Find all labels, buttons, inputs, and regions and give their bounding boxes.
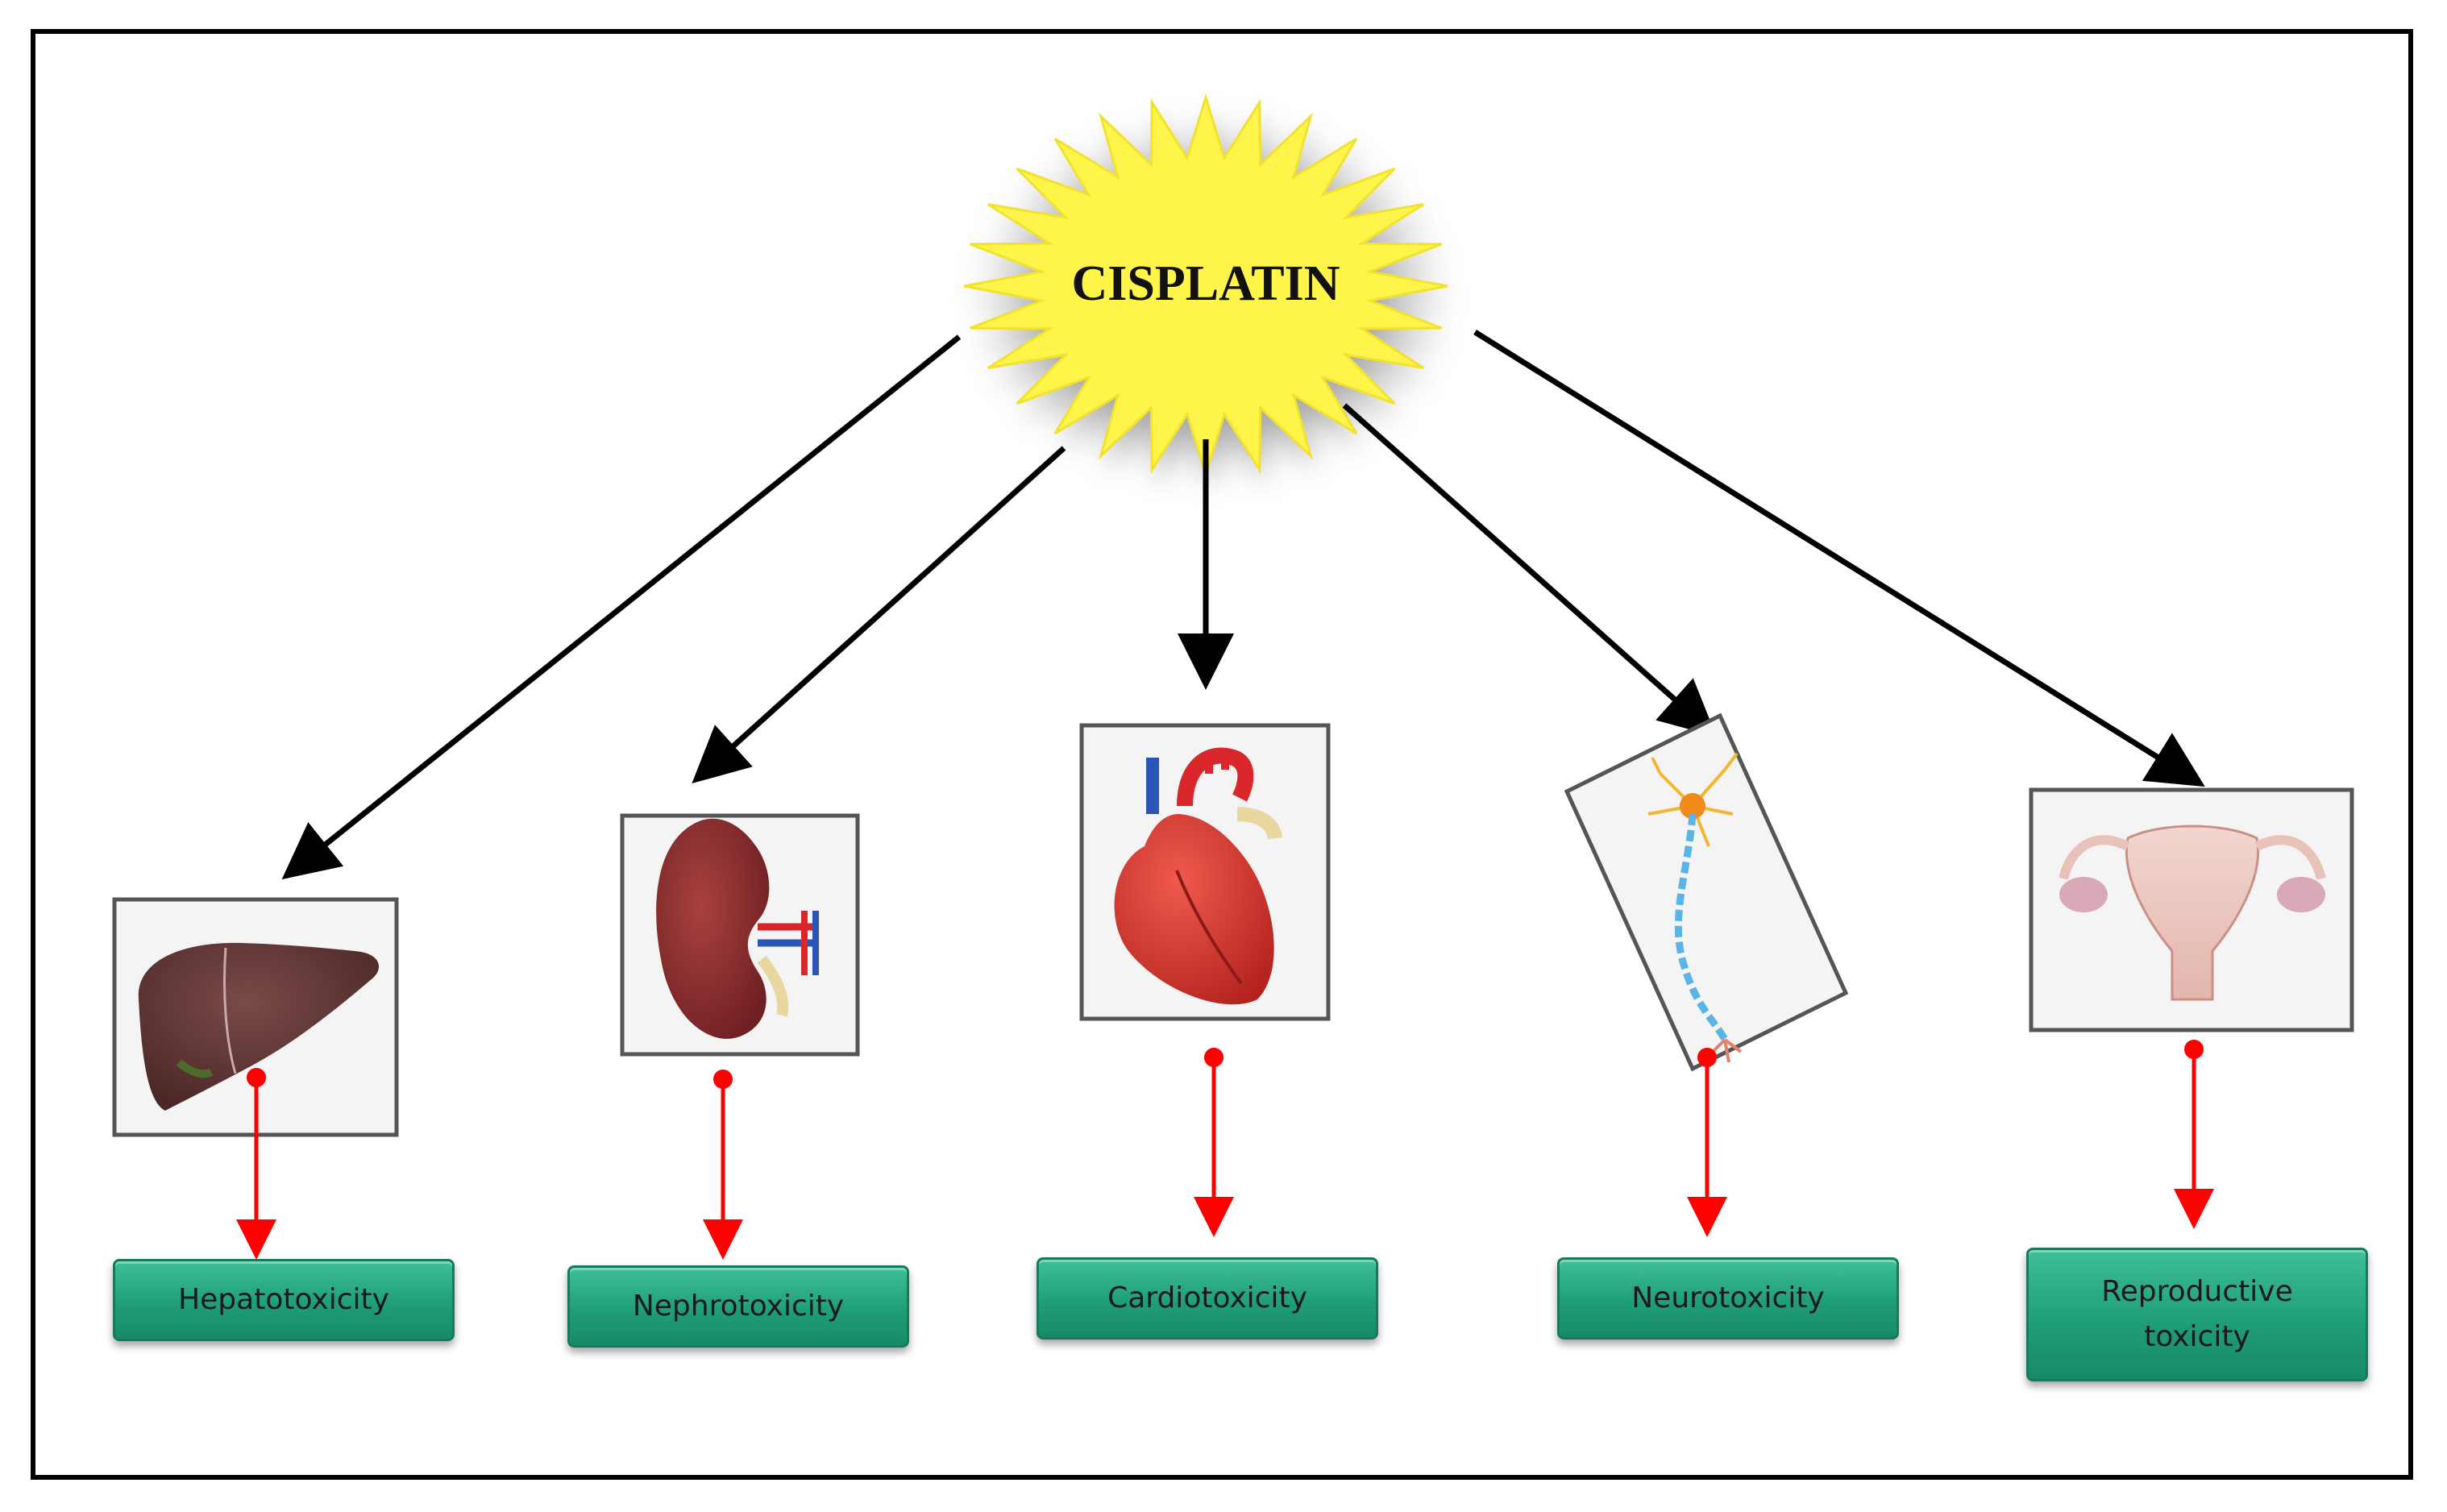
- red-arrow-uterus: [2174, 1040, 2214, 1229]
- arrow-to-liver: [281, 334, 962, 880]
- liver-icon: [138, 942, 380, 1111]
- red-arrow-liver: [236, 1068, 276, 1260]
- red-arrow-neuron: [1687, 1048, 1727, 1237]
- uterus-icon: [2059, 825, 2326, 1001]
- arrow-to-neuron: [1342, 403, 1717, 737]
- kidney-panel: [620, 813, 860, 1057]
- reproductive-toxicity-label: Reproductive toxicity: [2026, 1248, 2368, 1381]
- arrow-to-uterus: [1473, 330, 2205, 787]
- heart-panel: [1079, 723, 1331, 1021]
- nephrotoxicity-label: Nephrotoxicity: [567, 1265, 909, 1348]
- effect-arrows: [236, 1040, 2214, 1260]
- neuron-icon: [1647, 752, 1743, 1063]
- neurotoxicity-label: Neurotoxicity: [1557, 1257, 1899, 1340]
- kidney-icon: [656, 818, 819, 1039]
- heart-icon: [1114, 747, 1282, 1005]
- neuron-panel: [1564, 712, 1849, 1072]
- hepatotoxicity-label: Hepatotoxicity: [113, 1259, 455, 1341]
- red-arrow-heart: [1194, 1048, 1234, 1237]
- neuron-box: [1564, 712, 1849, 1072]
- cisplatin-label: CISPLATIN: [1071, 256, 1340, 311]
- arrow-to-kidney: [692, 446, 1066, 784]
- cardiotoxicity-label: Cardiotoxicity: [1037, 1257, 1378, 1340]
- uterus-panel: [2029, 787, 2354, 1032]
- main-arrows: [281, 330, 2205, 880]
- liver-panel: [112, 897, 399, 1137]
- cisplatin-burst: CISPLATIN: [963, 93, 1452, 489]
- red-arrow-kidney: [703, 1070, 743, 1260]
